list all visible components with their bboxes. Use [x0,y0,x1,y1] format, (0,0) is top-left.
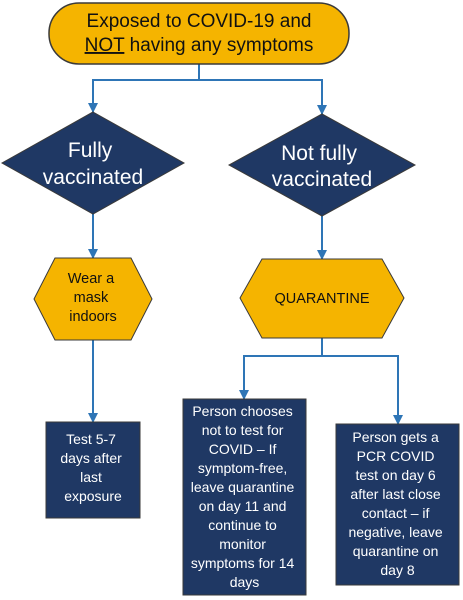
outcome-no-test-shape [182,398,307,596]
svg-text:Test 5-7 days after: Test 5-7 days after last exposure [60,431,125,504]
decision-not-fully-vaccinated-line2: vaccinated [272,168,372,191]
outcome-pcr-test: Person gets a PCR COVID test on day 6 af… [335,423,460,586]
outcome-test-line1: Test 5-7 [66,431,116,447]
svg-text:Person gets a PCR COVID: Person gets a PCR COVID test on day 6 af… [348,429,446,578]
decision-not-fully-vaccinated: Not fully vaccinated [227,113,417,217]
outcome-test-after-exposure-shape [45,421,141,519]
outcome-no-test-line8: monitor [219,536,266,552]
outcome-no-test-line6: on day 11 and [199,498,287,514]
action-wear-mask-line1: Wear a [68,271,115,287]
outcome-no-test-line2: not to test for [202,422,284,438]
svg-text:Not fully vaccinated: Not fully vaccinated [272,142,372,191]
outcome-no-test-line7: continue to [208,517,277,533]
action-wear-mask: Wear a mask indoors [33,257,153,341]
start-text-line2: having any symptoms [124,35,313,56]
decision-fully-vaccinated-shape [0,111,186,215]
action-wear-mask-line3: indoors [69,309,117,325]
outcome-test-line2: days after [60,450,122,466]
outcome-no-test-line5: leave quarantine [191,479,295,495]
start-node: Exposed to COVID-19 and NOT having any s… [48,2,350,65]
outcome-no-test: Person chooses not to test for COVID – I… [182,398,307,596]
outcome-test-line4: exposure [64,488,122,504]
action-quarantine: QUARANTINE [239,258,405,339]
action-wear-mask-line2: mask [74,290,109,306]
outcome-pcr-line6: negative, leave [348,524,442,540]
decision-fully-vaccinated: Fully vaccinated [0,111,186,215]
decision-fully-vaccinated-line1: Fully [68,139,113,162]
decision-not-fully-vaccinated-shape [227,113,417,217]
start-text-not: NOT [85,35,126,56]
connector-quarantine-to-pcr-test [322,355,403,425]
outcome-pcr-line8: day 8 [380,562,414,578]
outcome-no-test-line10: days [230,574,260,590]
decision-not-fully-vaccinated-line1: Not fully [281,142,357,165]
outcome-no-test-line9: symptoms for 14 [191,555,295,571]
outcome-test-line3: last [80,469,102,485]
outcome-no-test-line4: symptom-free, [198,460,287,476]
outcome-pcr-line1: Person gets a [352,429,439,445]
svg-text:Person chooses not to te: Person chooses not to test for COVID – I… [191,403,298,590]
outcome-test-after-exposure: Test 5-7 days after last exposure [45,421,141,519]
decision-fully-vaccinated-line2: vaccinated [43,166,143,189]
outcome-pcr-line2: PCR COVID [357,448,435,464]
outcome-no-test-line3: COVID – If [209,441,277,457]
svg-text:Wear a mask indoor: Wear a mask indoors [68,271,119,325]
start-node-shape [48,2,350,65]
outcome-no-test-line1: Person chooses [192,403,292,419]
svg-text:QUARANTINE: QUARANTINE [274,291,369,307]
action-quarantine-shape [239,258,405,339]
outcome-pcr-test-shape [335,423,460,586]
connectors [88,64,403,425]
outcome-pcr-line3: test on day 6 [355,467,435,483]
svg-text:Exposed to COVID-19 and: Exposed to COVID-19 and [87,11,312,32]
start-text-line1: Exposed to COVID-19 and [87,11,312,32]
outcome-pcr-line4: after last close [350,486,440,502]
connector-start-to-split [88,64,200,113]
svg-text:Fully vaccinated: Fully vaccinated [43,139,143,189]
action-quarantine-label: QUARANTINE [274,291,369,307]
connector-quarantine-to-no-test [239,338,323,400]
action-wear-mask-shape [33,257,153,341]
outcome-pcr-line5: contact – if [362,505,430,521]
outcome-pcr-line7: quarantine on [353,543,439,559]
connector-start-to-not-vaccinated [199,79,327,115]
svg-text:NOT having any symptoms: NOT having any symptoms [85,35,314,56]
